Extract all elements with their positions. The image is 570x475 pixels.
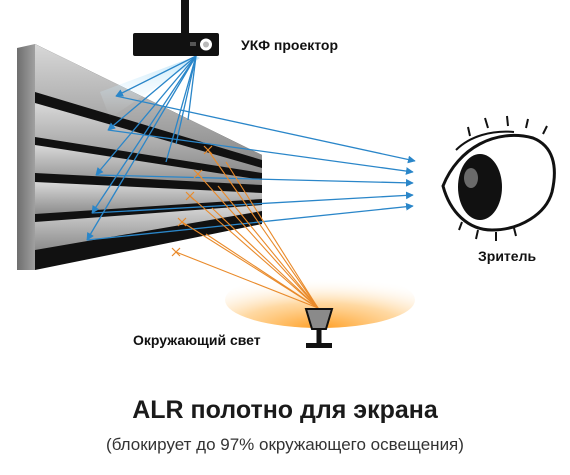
projected-ray xyxy=(95,55,197,176)
eye-lid-line xyxy=(455,130,515,151)
projected-rays xyxy=(86,55,416,241)
projected-ray xyxy=(107,55,197,131)
projected-ray xyxy=(165,55,197,163)
ambient-ray xyxy=(175,251,319,309)
eye-highlight xyxy=(464,168,478,188)
projected-ray xyxy=(107,129,414,175)
projector-icon xyxy=(133,0,219,56)
page-subtitle: (блокирует до 97% окружающего освещения) xyxy=(106,435,464,454)
projected-ray xyxy=(86,55,197,241)
ambient-ray xyxy=(217,185,319,309)
ambient-ray xyxy=(189,195,319,309)
ambient-ray xyxy=(205,233,319,309)
ambient-ray xyxy=(225,161,319,309)
projector-mount xyxy=(181,0,189,34)
blocked-mark xyxy=(171,247,181,257)
viewer-label: Зритель xyxy=(478,248,537,264)
ambient-ray xyxy=(211,207,319,309)
projector-body xyxy=(133,33,219,56)
blocked-mark xyxy=(177,217,187,227)
blocked-mark xyxy=(185,191,195,201)
blocked-mark xyxy=(203,145,213,155)
screen-ridge xyxy=(35,145,262,185)
eye-lower-lashes xyxy=(458,221,517,241)
projector-indicator xyxy=(190,42,196,46)
blocked-mark xyxy=(193,169,203,179)
projected-ray xyxy=(86,202,414,241)
projected-ray xyxy=(95,174,414,187)
ambient-rays xyxy=(175,149,319,309)
eye-iris xyxy=(458,154,502,220)
projector-label: УКФ проектор xyxy=(241,37,339,53)
lamp-stem xyxy=(316,329,322,344)
lamp-base xyxy=(306,343,332,348)
screen-side xyxy=(17,44,35,270)
blocked-markers xyxy=(171,145,213,257)
ambient-glow xyxy=(225,272,415,328)
eye-lashes xyxy=(467,115,548,137)
screen-ridge xyxy=(35,44,262,160)
lamp-shade xyxy=(304,308,334,330)
ambient-light-label: Окружающий свет xyxy=(133,332,261,348)
projected-ray xyxy=(115,95,416,164)
ambient-ray xyxy=(207,149,319,309)
page-title: ALR полотно для экрана xyxy=(132,396,438,424)
projected-ray xyxy=(187,55,197,121)
eye-icon xyxy=(441,115,556,241)
projected-ray xyxy=(175,55,197,145)
projector-lens-inner xyxy=(203,41,209,48)
screen-ridges xyxy=(35,44,262,250)
diagram-canvas xyxy=(17,0,556,348)
lamp-icon xyxy=(304,308,334,348)
projector-beam xyxy=(100,56,200,118)
ambient-ray xyxy=(197,173,319,309)
projected-ray xyxy=(115,55,197,97)
screen-ridge xyxy=(35,103,262,173)
